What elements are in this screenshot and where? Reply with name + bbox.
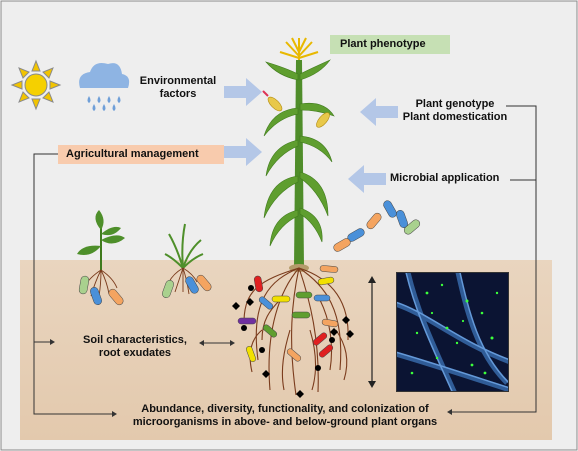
plant-domestication-text: Plant domestication xyxy=(402,111,508,123)
soil-characteristics-line1: Soil characteristics, xyxy=(83,334,187,346)
plant-genotype-text: Plant genotype xyxy=(415,98,495,110)
environmental-factors-label: Environmental factors xyxy=(136,75,220,101)
microbial-application-label: Microbial application xyxy=(390,172,500,184)
soil-characteristics-label: Soil characteristics, root exudates xyxy=(72,334,198,360)
soil-root-double-arrow xyxy=(199,340,235,346)
abundance-diversity-label: Abundance, diversity, functionality, and… xyxy=(100,403,470,429)
abundance-line1: Abundance, diversity, functionality, and… xyxy=(141,403,429,415)
sun-icon xyxy=(10,59,62,111)
agricultural-management-label: Agricultural management xyxy=(58,145,224,164)
bacteria-icon xyxy=(78,200,421,362)
rain-cloud-icon xyxy=(79,63,130,111)
root-exudate-markers xyxy=(232,285,354,398)
abundance-line2: microorganisms in above- and below-groun… xyxy=(132,416,438,428)
plant-genotype-domestication-label: Plant genotype Plant domestication xyxy=(400,98,510,124)
environmental-factors-line2: factors xyxy=(159,88,197,100)
arrow-genotype xyxy=(360,98,398,126)
maize-plant-icon xyxy=(262,37,335,272)
arrow-microbial xyxy=(348,165,386,193)
seedling-icon xyxy=(77,210,125,297)
microscopy-graphics xyxy=(397,273,508,391)
left-connector xyxy=(33,153,112,415)
vertical-double-arrow xyxy=(368,276,376,388)
soil-characteristics-line2: root exudates xyxy=(98,347,172,359)
environmental-factors-line1: Environmental xyxy=(139,75,217,87)
plant-phenotype-label: Plant phenotype xyxy=(330,35,450,54)
arrow-environmental xyxy=(224,78,262,106)
arrows-in xyxy=(224,78,398,193)
microscopy-image xyxy=(396,272,509,392)
grass-icon xyxy=(164,223,204,295)
right-connector xyxy=(452,105,537,413)
arrow-agricultural xyxy=(224,138,262,166)
